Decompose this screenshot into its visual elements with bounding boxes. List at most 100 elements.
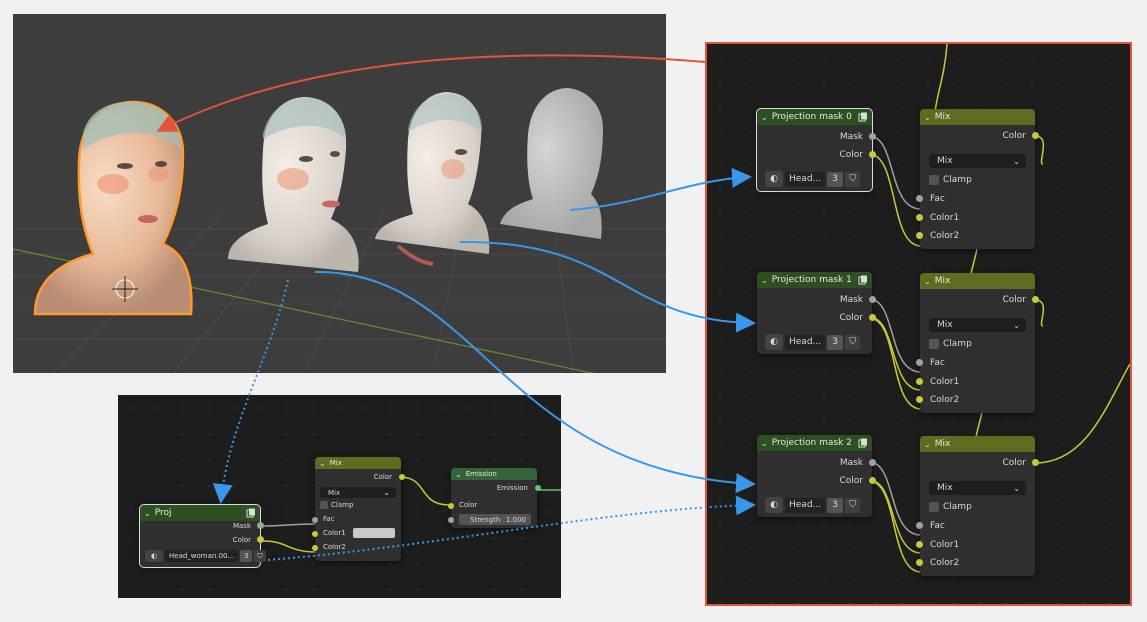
mask-socket[interactable] bbox=[869, 133, 876, 140]
mix-color-out-socket[interactable] bbox=[1032, 296, 1039, 303]
blend-mode-dropdown[interactable]: Mix ⌄ bbox=[929, 318, 1026, 332]
mix-node-header[interactable]: ⌄ Mix bbox=[315, 457, 401, 469]
mask-socket[interactable] bbox=[869, 296, 876, 303]
clamp-checkbox[interactable] bbox=[929, 175, 939, 185]
fac-label: Fac bbox=[323, 515, 335, 523]
color-socket[interactable] bbox=[257, 536, 264, 543]
emission-node[interactable]: ⌄ Emission Emission Color Strength 1.000 bbox=[448, 468, 541, 528]
color-socket[interactable] bbox=[869, 314, 876, 321]
mix-color-out-socket[interactable] bbox=[1032, 132, 1039, 139]
projection-mask-0-header[interactable]: ⌄ Projection mask 0 bbox=[757, 109, 872, 125]
image-users-count[interactable]: 3 bbox=[827, 171, 844, 187]
mix-node-1-header[interactable]: ⌄ Mix bbox=[920, 273, 1035, 289]
clamp-checkbox[interactable] bbox=[929, 502, 939, 512]
image-name-field[interactable]: Head... bbox=[785, 334, 826, 350]
proj-node[interactable]: ⌄ Proj Mask Color ◐ Head_woman.00... 3 ⛉ bbox=[139, 504, 267, 568]
mask-socket[interactable] bbox=[869, 459, 876, 466]
color2-label: Color2 bbox=[930, 558, 960, 568]
shield-icon[interactable]: ⛉ bbox=[254, 550, 267, 562]
clamp-checkbox[interactable] bbox=[320, 501, 328, 509]
blend-mode-dropdown[interactable]: Mix ⌄ bbox=[929, 481, 1026, 495]
shield-icon[interactable]: ⛉ bbox=[845, 497, 861, 513]
mix-node[interactable]: ⌄ Mix Color Mix ⌄ Clamp Fac Color1 Color… bbox=[312, 457, 405, 561]
image-name-field[interactable]: Head... bbox=[785, 171, 826, 187]
color-socket[interactable] bbox=[869, 477, 876, 484]
fac-label: Fac bbox=[930, 194, 945, 204]
proj-output-mask: Mask bbox=[232, 522, 251, 530]
copy-icon[interactable] bbox=[246, 508, 256, 518]
image-users-count[interactable]: 3 bbox=[827, 497, 844, 513]
strength-label: Strength bbox=[470, 515, 501, 524]
copy-icon[interactable] bbox=[858, 112, 868, 122]
image-sphere-icon[interactable]: ◐ bbox=[765, 497, 783, 513]
chevron-down-icon[interactable]: ⌄ bbox=[924, 112, 931, 122]
fac-socket[interactable] bbox=[916, 359, 923, 366]
projection-mask-2-node[interactable]: ⌄ Projection mask 2 Mask Color ◐ Head...… bbox=[757, 435, 876, 517]
color1-label: Color1 bbox=[930, 213, 960, 223]
strength-socket[interactable] bbox=[448, 517, 454, 523]
chevron-down-icon[interactable]: ⌄ bbox=[144, 508, 151, 518]
emission-out-socket[interactable] bbox=[535, 485, 541, 491]
viewport-3d[interactable] bbox=[13, 14, 666, 373]
mix-output-label: Color bbox=[1002, 131, 1027, 141]
chevron-down-icon: ⌄ bbox=[1013, 156, 1020, 166]
chevron-down-icon[interactable]: ⌄ bbox=[924, 276, 931, 286]
projection-mask-0-node[interactable]: ⌄ Projection mask 0 Mask Color ◐ Head...… bbox=[756, 108, 876, 192]
color2-socket[interactable] bbox=[916, 559, 923, 566]
image-users-count[interactable]: 3 bbox=[240, 550, 253, 562]
chevron-down-icon[interactable]: ⌄ bbox=[761, 275, 768, 285]
image-name-field[interactable]: Head... bbox=[785, 497, 826, 513]
mix-node-0[interactable]: ⌄ Mix Color Mix ⌄ Clamp Fac Color1 Color… bbox=[916, 109, 1039, 249]
chevron-down-icon[interactable]: ⌄ bbox=[319, 458, 326, 468]
chevron-down-icon[interactable]: ⌄ bbox=[924, 439, 931, 449]
mix-color-out-socket[interactable] bbox=[399, 474, 405, 480]
shield-icon[interactable]: ⛉ bbox=[845, 171, 861, 187]
blend-mode-dropdown[interactable]: Mix ⌄ bbox=[320, 487, 396, 498]
projection-mask-1-node[interactable]: ⌄ Projection mask 1 Mask Color ◐ Head...… bbox=[757, 272, 876, 354]
fac-socket[interactable] bbox=[312, 517, 318, 523]
image-selector[interactable]: ◐ Head... 3 ⛉ bbox=[765, 497, 861, 513]
color1-swatch[interactable] bbox=[353, 528, 395, 538]
mix-node-0-header[interactable]: ⌄ Mix bbox=[920, 109, 1035, 125]
chevron-down-icon[interactable]: ⌄ bbox=[761, 438, 768, 448]
color1-socket[interactable] bbox=[916, 214, 923, 221]
chevron-down-icon[interactable]: ⌄ bbox=[455, 469, 462, 479]
color2-socket[interactable] bbox=[916, 396, 923, 403]
color1-socket[interactable] bbox=[916, 541, 923, 548]
image-name-field[interactable]: Head_woman.00... bbox=[165, 550, 239, 562]
strength-field[interactable]: Strength 1.000 bbox=[459, 514, 531, 525]
image-sphere-icon[interactable]: ◐ bbox=[145, 550, 163, 562]
emission-color-socket[interactable] bbox=[448, 503, 454, 509]
blend-mode-dropdown[interactable]: Mix ⌄ bbox=[929, 154, 1026, 168]
node-editor-small[interactable]: ⌄ Proj Mask Color ◐ Head_woman.00... 3 ⛉… bbox=[118, 395, 561, 598]
image-users-count[interactable]: 3 bbox=[827, 334, 844, 350]
clamp-checkbox[interactable] bbox=[929, 339, 939, 349]
color2-socket[interactable] bbox=[916, 232, 923, 239]
color1-socket[interactable] bbox=[312, 531, 318, 537]
chevron-down-icon[interactable]: ⌄ bbox=[761, 112, 768, 122]
color1-socket[interactable] bbox=[916, 378, 923, 385]
image-sphere-icon[interactable]: ◐ bbox=[765, 171, 783, 187]
emission-node-header[interactable]: ⌄ Emission bbox=[451, 468, 537, 480]
color2-label: Color2 bbox=[930, 231, 960, 241]
color2-socket[interactable] bbox=[312, 545, 318, 551]
image-selector[interactable]: ◐ Head... 3 ⛉ bbox=[765, 334, 861, 350]
projection-mask-1-header[interactable]: ⌄ Projection mask 1 bbox=[757, 272, 872, 288]
color-socket[interactable] bbox=[869, 151, 876, 158]
shield-icon[interactable]: ⛉ bbox=[845, 334, 861, 350]
proj-node-header[interactable]: ⌄ Proj bbox=[140, 505, 260, 521]
image-sphere-icon[interactable]: ◐ bbox=[765, 334, 783, 350]
mix-node-2-header[interactable]: ⌄ Mix bbox=[920, 436, 1035, 452]
node-editor-large[interactable]: ⌄ Projection mask 0 Mask Color ◐ Head...… bbox=[705, 42, 1132, 606]
copy-icon[interactable] bbox=[858, 275, 868, 285]
projection-mask-2-header[interactable]: ⌄ Projection mask 2 bbox=[757, 435, 872, 451]
image-selector[interactable]: ◐ Head... 3 ⛉ bbox=[765, 171, 861, 187]
copy-icon[interactable] bbox=[858, 438, 868, 448]
fac-socket[interactable] bbox=[916, 195, 923, 202]
mask-socket[interactable] bbox=[257, 522, 264, 529]
mix-node-1[interactable]: ⌄ Mix Color Mix ⌄ Clamp Fac Color1 Color… bbox=[916, 273, 1039, 413]
fac-socket[interactable] bbox=[916, 522, 923, 529]
mix-color-out-socket[interactable] bbox=[1032, 459, 1039, 466]
mix-node-2[interactable]: ⌄ Mix Color Mix ⌄ Clamp Fac Color1 Color… bbox=[916, 436, 1039, 576]
image-selector[interactable]: ◐ Head_woman.00... 3 ⛉ bbox=[145, 550, 267, 562]
